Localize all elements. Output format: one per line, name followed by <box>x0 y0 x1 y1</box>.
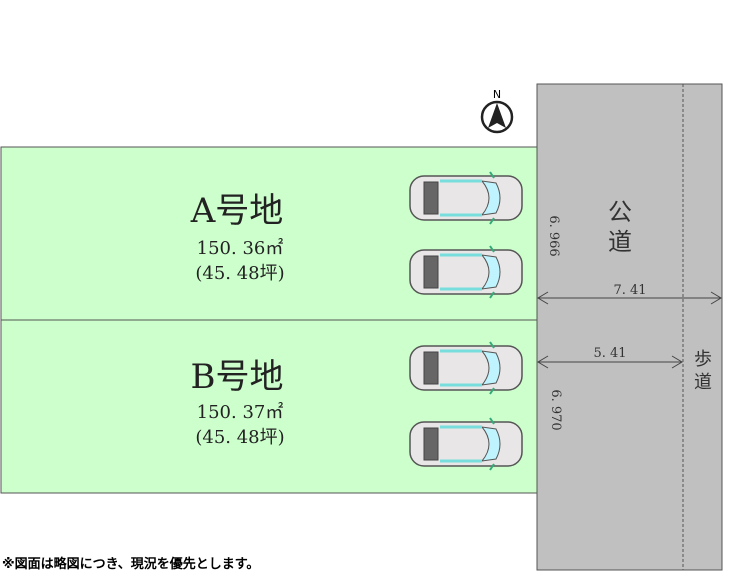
carriageway-width-label: 5. 41 <box>593 346 626 361</box>
disclaimer-note: ※図面は略図につき、現況を優先とします。 <box>2 557 260 572</box>
carriageway-width-dimension: 5. 41 <box>537 346 683 369</box>
lot-a-frontage: 6. 966 <box>546 215 561 256</box>
car-icon <box>408 170 524 226</box>
north-arrow-icon: N <box>480 88 514 134</box>
lot-a-name: A号地 <box>190 191 284 231</box>
road-label-1: 公 <box>608 198 632 226</box>
north-label: N <box>493 88 501 101</box>
public-road <box>536 83 723 571</box>
road-width-label: 7. 41 <box>613 283 646 298</box>
lot-b-area-tsubo: (45. 48坪) <box>195 427 284 448</box>
sidewalk-label-2: 道 <box>694 372 712 393</box>
lot-b-frontage: 6. 970 <box>548 389 563 430</box>
lot-b-name: B号地 <box>191 357 284 397</box>
road-width-dimension: 7. 41 <box>537 283 722 305</box>
car-icon <box>408 340 524 396</box>
lot-a-area-tsubo: (45. 48坪) <box>195 263 284 284</box>
lot-b-area-sqm: 150. 37㎡ <box>197 401 284 423</box>
sidewalk-label-1: 歩 <box>694 349 712 370</box>
car-icon <box>408 416 524 472</box>
car-icon <box>408 244 524 300</box>
road-label-2: 道 <box>608 228 632 256</box>
lot-a-area-sqm: 150. 36㎡ <box>197 237 284 259</box>
